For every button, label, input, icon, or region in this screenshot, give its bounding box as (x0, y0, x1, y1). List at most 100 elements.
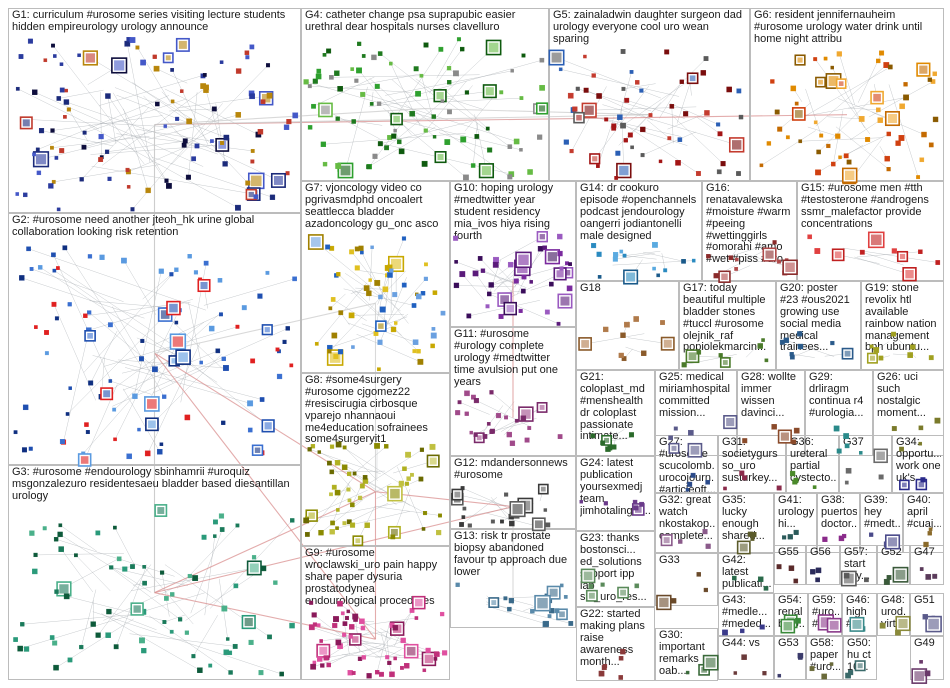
node (342, 621, 348, 626)
edge (333, 299, 367, 321)
edge (856, 251, 921, 258)
node (140, 59, 146, 66)
node (776, 259, 781, 264)
node (358, 245, 364, 251)
node (503, 596, 508, 601)
node (504, 492, 509, 497)
node (669, 104, 675, 109)
node-avatar-image (148, 420, 156, 429)
node-avatar-image (476, 435, 482, 441)
edge (494, 604, 571, 624)
node (113, 437, 117, 442)
node (603, 326, 609, 333)
node (308, 624, 315, 631)
node (521, 53, 526, 58)
node (620, 49, 626, 54)
node (392, 625, 398, 631)
node (159, 442, 164, 447)
edge (854, 256, 910, 275)
node (307, 125, 313, 130)
node (371, 54, 377, 61)
node (213, 519, 218, 525)
node (617, 114, 623, 120)
node (826, 143, 831, 149)
node (431, 114, 436, 119)
node (639, 501, 645, 507)
node (170, 99, 175, 104)
node (357, 656, 363, 661)
edge (154, 314, 222, 345)
node (215, 348, 221, 354)
node (519, 148, 523, 152)
edge (106, 321, 205, 394)
edge (854, 138, 883, 176)
node (327, 349, 332, 354)
node (79, 177, 84, 182)
node (309, 600, 314, 605)
node (108, 379, 113, 383)
edge (325, 109, 380, 140)
edge (436, 39, 460, 79)
node (623, 138, 628, 143)
node (385, 655, 390, 660)
node (879, 50, 885, 56)
node (175, 116, 180, 121)
node-avatar-image (352, 636, 359, 643)
node (28, 446, 33, 451)
node (400, 665, 404, 670)
node (285, 171, 290, 176)
node (360, 250, 364, 255)
node (787, 534, 793, 540)
edge (320, 499, 364, 533)
node (634, 583, 640, 589)
edge (347, 322, 377, 334)
edge (203, 278, 295, 306)
node (639, 88, 644, 93)
node (859, 249, 865, 255)
edge (642, 251, 684, 262)
node (510, 69, 514, 73)
edge (667, 112, 708, 130)
edge (53, 254, 111, 381)
node (464, 390, 470, 397)
edge (59, 534, 152, 593)
node (513, 278, 519, 284)
edge (188, 92, 198, 178)
node (736, 88, 742, 94)
node (918, 249, 923, 254)
edge (114, 316, 177, 440)
node (579, 500, 584, 504)
node (438, 513, 442, 518)
node-avatar-image (843, 573, 854, 584)
node (432, 290, 438, 295)
edge (313, 76, 375, 107)
node (316, 623, 321, 628)
node (629, 70, 634, 74)
node (822, 536, 828, 542)
node (233, 583, 239, 589)
node (679, 79, 684, 84)
node (738, 114, 744, 120)
node (588, 583, 594, 590)
edge (101, 613, 200, 671)
node (628, 432, 635, 438)
edge (107, 94, 170, 186)
edge (58, 89, 104, 99)
node-avatar-image (876, 451, 885, 461)
node (792, 479, 798, 485)
edge (164, 614, 186, 623)
edge (671, 106, 674, 144)
edge (164, 88, 259, 135)
node (62, 245, 68, 251)
node (716, 169, 722, 175)
node-avatar-image (820, 617, 832, 628)
node (29, 267, 34, 271)
node (447, 80, 452, 85)
node (52, 640, 58, 646)
node (907, 352, 914, 358)
node (568, 621, 574, 626)
node (812, 485, 817, 489)
node (620, 332, 626, 338)
node (185, 174, 191, 180)
node (181, 142, 187, 148)
